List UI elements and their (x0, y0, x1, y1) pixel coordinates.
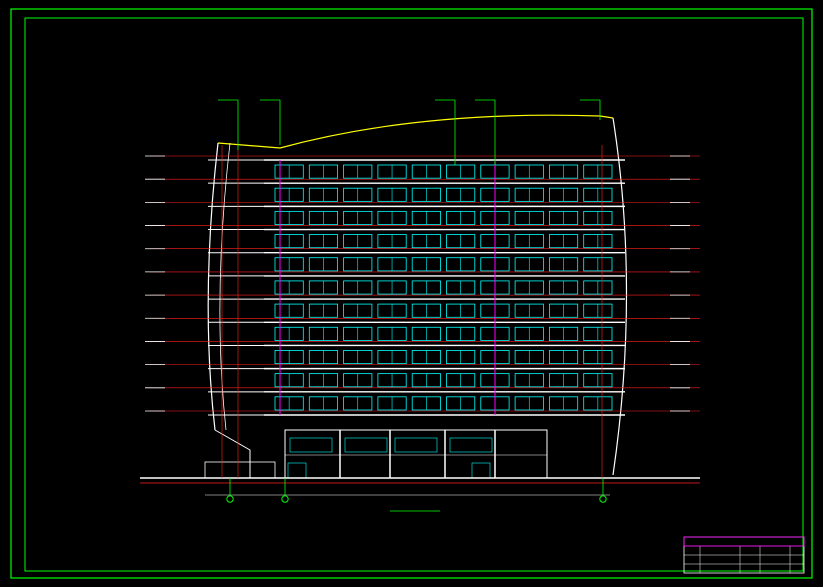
left-wing-box (204, 461, 276, 479)
outer-frame (10, 8, 813, 579)
ground-window (449, 437, 493, 453)
grid-axis-bubble (281, 495, 289, 503)
grid-axis-bubble (599, 495, 607, 503)
right-wall-curve (612, 117, 628, 476)
ground-window (344, 437, 388, 453)
inner-frame (24, 17, 804, 572)
roof-line (217, 114, 614, 149)
grid-axis-bubble (226, 495, 234, 503)
ground-window (394, 437, 438, 453)
left-wall-inner (219, 142, 231, 431)
side-door (471, 462, 491, 479)
left-wall-curve (207, 142, 219, 431)
title-block-header (683, 536, 805, 547)
ground-floor-frame (284, 429, 548, 479)
ground-window (289, 437, 333, 453)
left-wing (214, 429, 251, 478)
entrance-door (287, 462, 307, 479)
